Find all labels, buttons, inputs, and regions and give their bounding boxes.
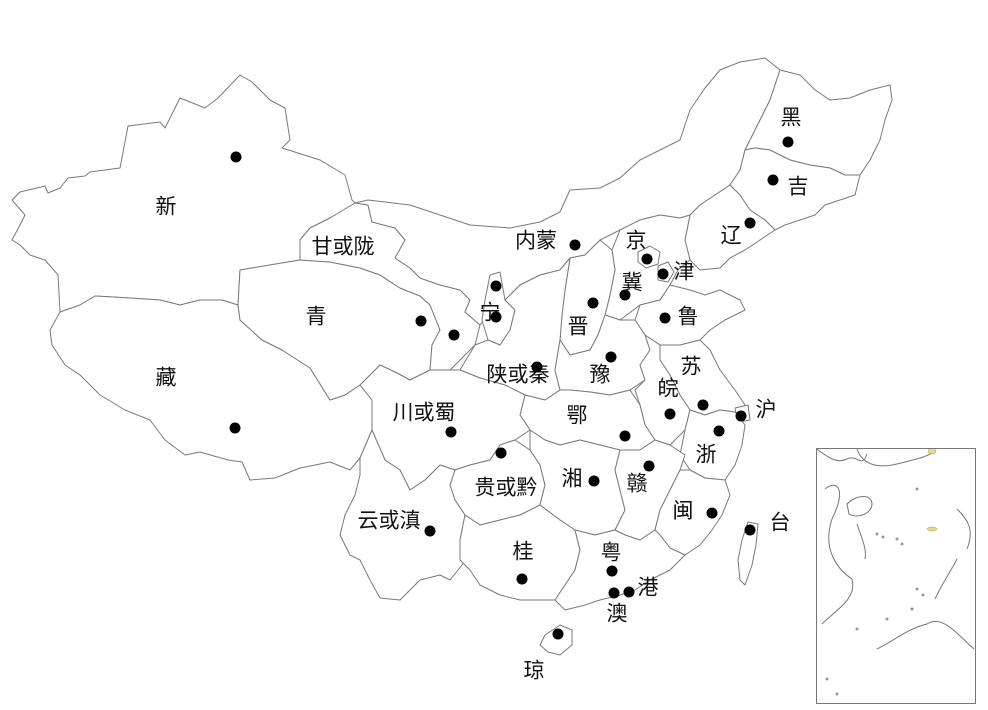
province-label: 鲁 (677, 304, 699, 329)
province-label: 内蒙 (515, 228, 557, 253)
capital-dot (587, 297, 599, 309)
province-label: 沪 (755, 397, 777, 422)
province-label: 鄂 (566, 403, 588, 428)
province-label: 苏 (680, 354, 702, 379)
province-taiwan (737, 521, 759, 586)
capital-dot (229, 422, 241, 434)
capital-dot (448, 329, 460, 341)
capital-dot (569, 239, 581, 251)
inset-outline (816, 447, 975, 696)
capital-dot (619, 289, 631, 301)
capital-dot (706, 507, 718, 519)
capital-dot (619, 430, 631, 442)
province-label: 吉 (787, 174, 809, 199)
capital-dot (490, 311, 502, 323)
province-label: 川或蜀 (392, 400, 456, 425)
capital-dot (495, 447, 507, 459)
capital-dot (424, 525, 436, 537)
province-label: 港 (637, 575, 659, 600)
province-label: 台 (769, 510, 791, 535)
province-label: 新 (155, 194, 177, 219)
province-label: 云或滇 (357, 508, 421, 533)
capital-dot (767, 174, 779, 186)
capital-dot (415, 315, 427, 327)
province-label: 冀 (621, 270, 643, 295)
capital-dot (230, 151, 242, 163)
province-yunnan (339, 429, 471, 601)
capital-dot (657, 268, 669, 280)
capital-dot (744, 524, 756, 536)
capital-dot (445, 426, 457, 438)
capital-dot (744, 217, 756, 229)
capital-dot (664, 408, 676, 420)
capital-dot (643, 460, 655, 472)
capital-dot (588, 475, 600, 487)
capital-dot (605, 351, 617, 363)
province-label: 贵或黔 (474, 475, 538, 500)
province-label: 桂 (512, 539, 534, 564)
capital-dot (782, 136, 794, 148)
province-label: 赣 (626, 471, 648, 496)
province-label: 粤 (600, 540, 622, 565)
capital-dot (641, 253, 653, 265)
capital-dot (606, 565, 618, 577)
province-label: 藏 (155, 365, 177, 390)
province-label: 晋 (567, 314, 589, 339)
capital-dot (623, 586, 635, 598)
province-hainan (539, 624, 573, 656)
capital-dot (608, 587, 620, 599)
province-label: 青 (305, 304, 327, 329)
capital-dot (516, 573, 528, 585)
province-label: 闽 (672, 498, 694, 523)
province-label: 豫 (589, 362, 611, 387)
province-label: 黑 (780, 105, 802, 130)
capital-dot (713, 425, 725, 437)
province-label: 津 (673, 259, 695, 284)
province-label: 澳 (606, 601, 628, 626)
province-label: 湘 (561, 466, 583, 491)
capital-dot (552, 628, 564, 640)
capital-dot (659, 312, 671, 324)
province-label: 京 (625, 228, 647, 253)
province-label: 浙 (695, 442, 717, 467)
province-label: 琼 (523, 658, 545, 683)
capital-dot (490, 280, 502, 292)
province-label: 皖 (657, 376, 679, 401)
capital-dot (531, 361, 543, 373)
province-guangdong (554, 529, 686, 611)
province-fujian (654, 469, 731, 556)
capital-dot (735, 410, 747, 422)
province-label: 甘或陇 (311, 234, 375, 259)
province-label: 辽 (720, 223, 742, 248)
capital-dot (697, 399, 709, 411)
south-china-sea-inset (816, 447, 976, 704)
